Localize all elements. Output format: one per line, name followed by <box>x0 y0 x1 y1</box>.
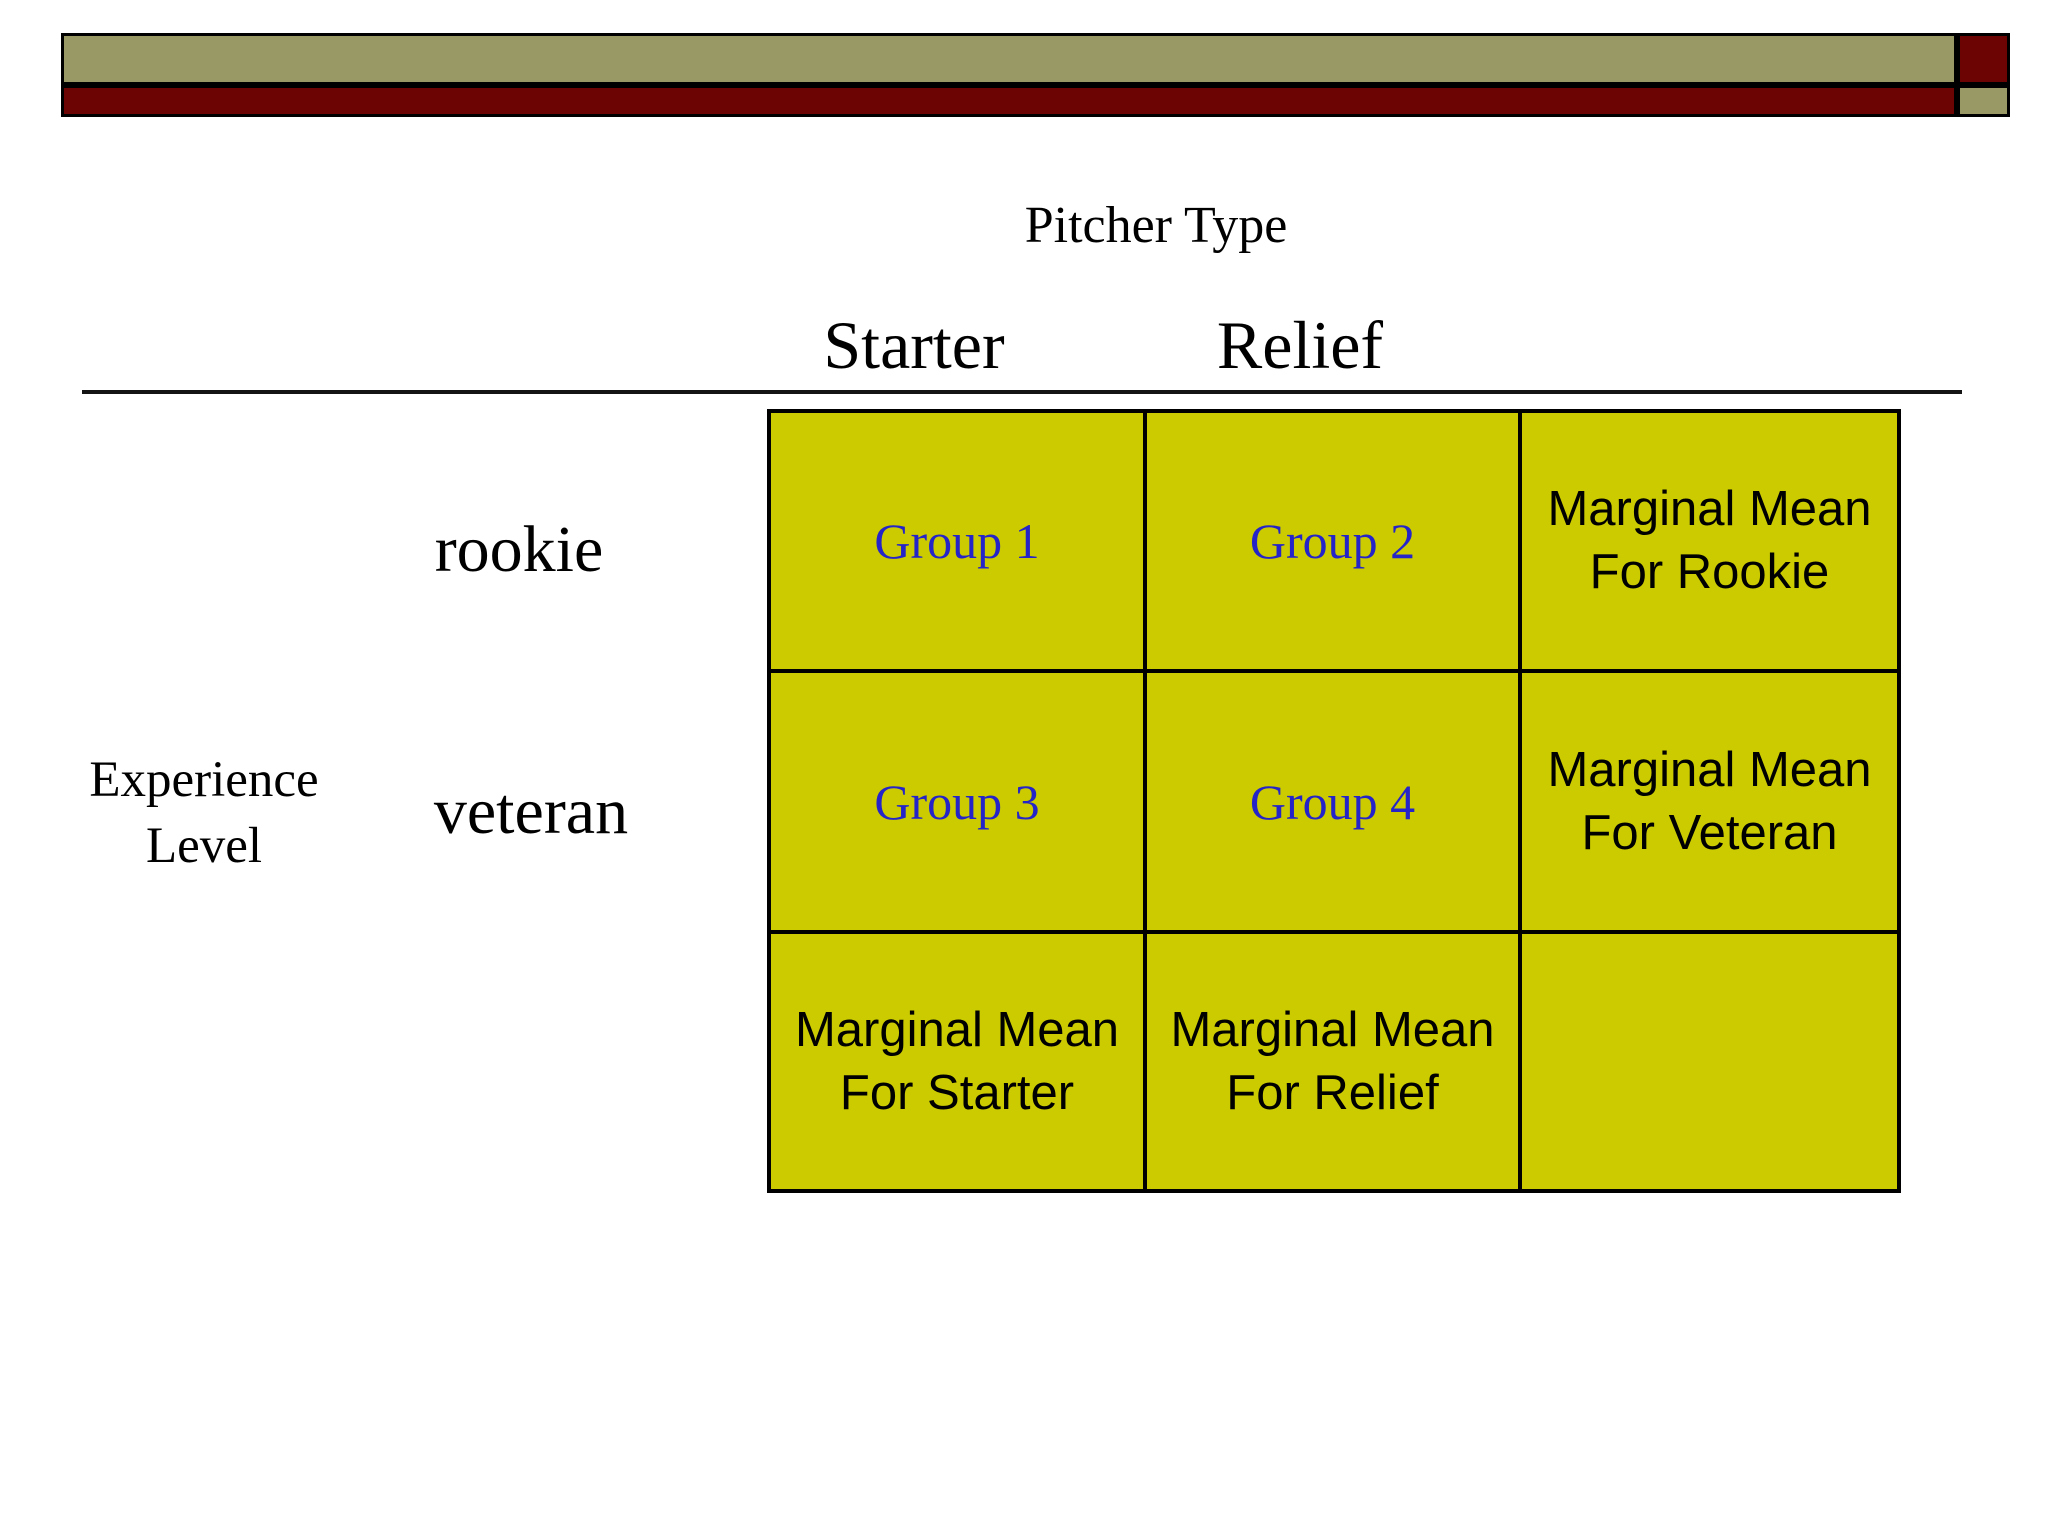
cell-group-4: Group 4 <box>1143 669 1522 934</box>
banner-olive-cap <box>1957 85 2010 117</box>
banner-olive-bar <box>61 33 1957 85</box>
column-header-relief: Relief <box>1216 307 1384 383</box>
column-axis-title: Pitcher Type <box>1024 197 1288 254</box>
cell-group-2: Group 2 <box>1143 409 1522 673</box>
cell-empty-corner <box>1518 930 1901 1193</box>
row-header-veteran: veteran <box>433 775 629 848</box>
column-header-starter: Starter <box>823 307 1005 383</box>
cell-marginal-mean-rookie: Marginal Mean For Rookie <box>1518 409 1901 673</box>
factorial-design-table: Group 1 Group 2 Marginal Mean For Rookie… <box>767 409 1901 1193</box>
header-banner <box>61 33 2010 117</box>
cell-marginal-mean-relief: Marginal Mean For Relief <box>1143 930 1522 1193</box>
cell-group-3: Group 3 <box>767 669 1147 934</box>
cell-group-1: Group 1 <box>767 409 1147 673</box>
row-header-rookie: rookie <box>434 513 604 586</box>
header-divider-line <box>82 390 1962 394</box>
cell-marginal-mean-starter: Marginal Mean For Starter <box>767 930 1147 1193</box>
banner-maroon-bar <box>61 85 1957 117</box>
cell-marginal-mean-veteran: Marginal Mean For Veteran <box>1518 669 1901 934</box>
row-axis-title: Experience Level <box>89 752 319 875</box>
banner-maroon-cap <box>1957 33 2010 85</box>
